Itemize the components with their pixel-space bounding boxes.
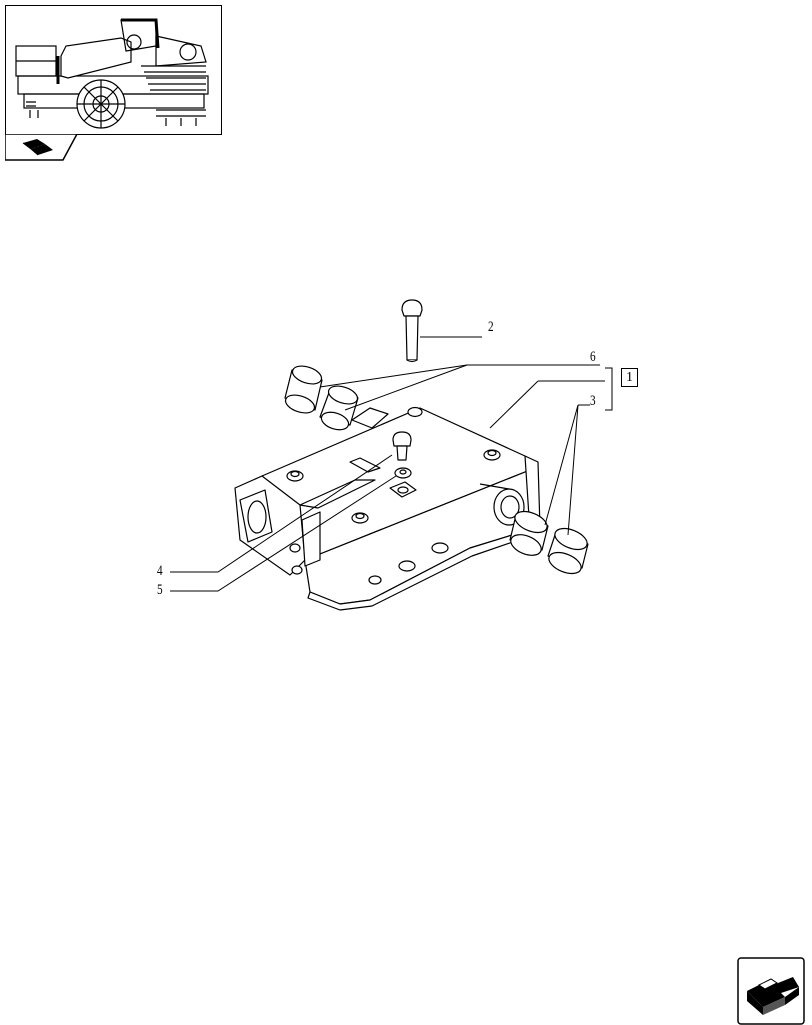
screw-part-4 bbox=[392, 431, 412, 461]
lift-housing-part bbox=[234, 406, 541, 611]
section-group-icon bbox=[22, 139, 53, 156]
bolt-part-2 bbox=[401, 299, 423, 363]
callout-4: 4 bbox=[157, 563, 163, 579]
callout-3: 3 bbox=[590, 393, 596, 409]
washer-part-5 bbox=[394, 467, 412, 479]
exploded-parts-diagram bbox=[170, 299, 613, 611]
next-page-button[interactable] bbox=[737, 957, 805, 1025]
leader-lines bbox=[170, 336, 613, 592]
tractor-thumbnail-icon bbox=[15, 18, 209, 129]
bushing-part-3b bbox=[547, 527, 589, 575]
section-tab bbox=[5, 134, 78, 161]
callout-5: 5 bbox=[157, 582, 163, 598]
reference-thumbnail bbox=[5, 5, 222, 135]
callout-2: 2 bbox=[488, 319, 494, 335]
bushing-part-6a bbox=[284, 365, 323, 414]
bushing-part-6b bbox=[319, 385, 359, 431]
bushing-part-3a bbox=[509, 510, 549, 556]
callout-1-reference-box: 1 bbox=[621, 368, 638, 387]
callout-6: 6 bbox=[590, 349, 596, 365]
